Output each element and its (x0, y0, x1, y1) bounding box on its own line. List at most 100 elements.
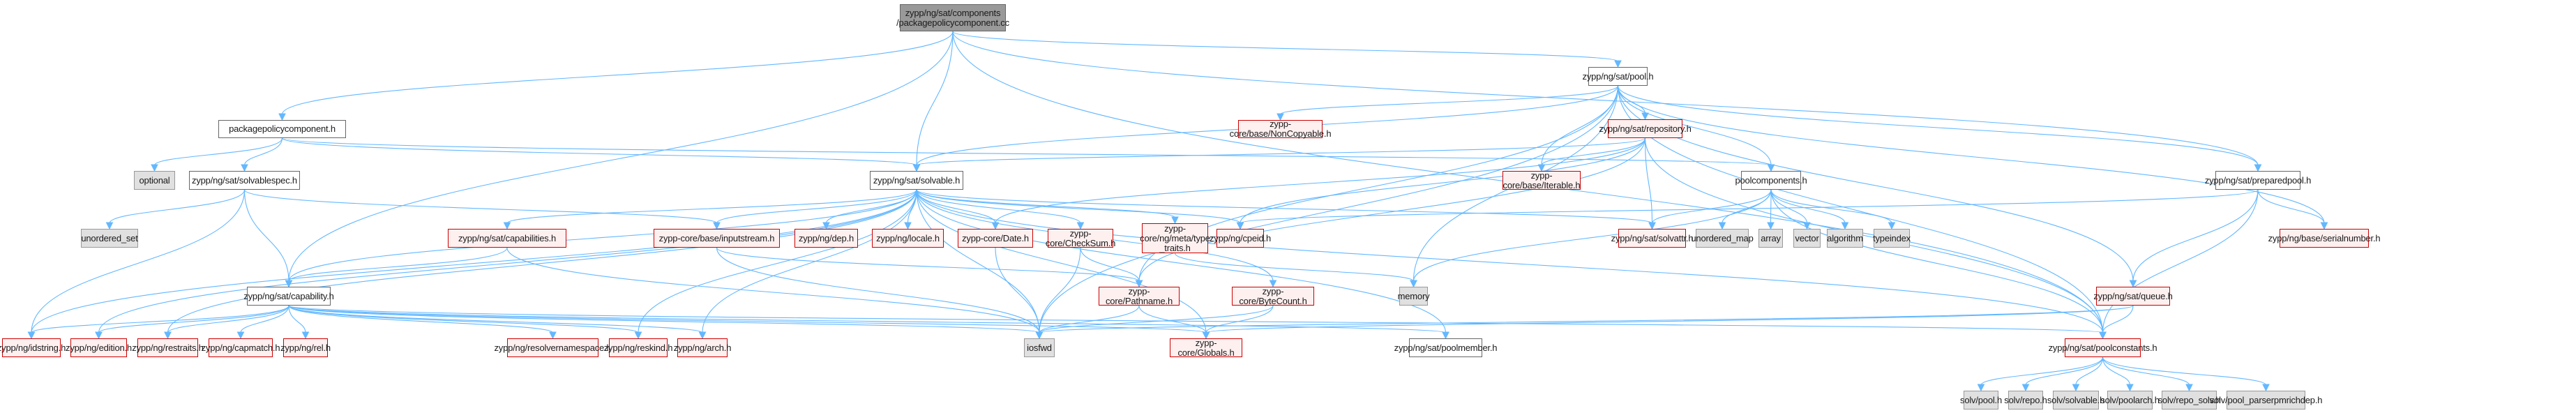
node-pool-h[interactable]: zypp/ng/sat/pool.h (1583, 67, 1654, 86)
node-pathname-h[interactable]: zypp-core/Pathname.h (1099, 286, 1180, 306)
edge-pool_h-to-poolcomponents_h (1617, 85, 1772, 166)
node-typeindex[interactable]: typeindex (1873, 229, 1911, 248)
node-solvattr-h[interactable]: zypp/ng/sat/solvattr.h (1611, 229, 1694, 248)
node-serialnumber-h[interactable]: zypp/ng/base/serialnumber.h (2268, 229, 2381, 248)
edge-poolconstants_h-to-solv_pool_h (1980, 356, 2104, 386)
edge-repository_h-to-solvable_h (916, 137, 1646, 166)
edge-capability_h-to-poolconstants_h (288, 305, 2104, 333)
edge-poolcomponents_h-to-unordered_map (1722, 189, 1772, 224)
node-date-h[interactable]: zypp-core/Date.h (958, 229, 1033, 248)
node-arch-h[interactable]: zypp/ng/arch.h (674, 338, 731, 357)
node-noncopyable-h[interactable]: zypp-core/base/NonCopyable.h (1229, 119, 1332, 139)
node-array[interactable]: array (1758, 229, 1783, 248)
node-typetraits-h[interactable]: zypp-core/ng/meta/type _traits.h (1140, 223, 1210, 253)
node-repository-h[interactable]: zypp/ng/sat/repository.h (1599, 119, 1692, 138)
arrowhead-icon (2254, 164, 2262, 172)
node-dep-h[interactable]: zypp/ng/dep.h (794, 229, 858, 248)
arrowhead-icon (164, 331, 172, 340)
arrowhead-icon (151, 164, 158, 172)
arrowhead-icon (285, 280, 293, 288)
edge-preparedpool_h-to-queue_h (2132, 189, 2259, 282)
arrowhead-icon (2021, 384, 2030, 392)
node-iterable-h[interactable]: zypp-core/base/Iterable.h (1502, 170, 1581, 190)
edge-solvablespec_h-to-unordered_set (109, 189, 246, 224)
edge-solvable_h-to-inputstream_h (716, 189, 917, 224)
arrowhead-icon (904, 222, 912, 230)
arrowhead-icon (634, 331, 642, 340)
edge-repository_h-to-cpeid_h (1240, 137, 1646, 224)
edge-ppc_h-to-optional (153, 137, 283, 166)
arrowhead-icon (2126, 384, 2134, 392)
edge-capability_h-to-rel_h (288, 305, 306, 333)
edge-preparedpool_h-to-serialnumber_h (2257, 189, 2325, 224)
arrowhead-icon (1076, 222, 1085, 230)
node-root[interactable]: zypp/ng/sat/components /packagepolicycom… (896, 4, 1009, 31)
edge-solvablespec_h-to-capability_h (243, 189, 289, 282)
arrowhead-icon (2072, 384, 2080, 392)
edge-repository_h-to-iterable_h (1541, 137, 1646, 166)
edge-capability_h-to-edition_h (98, 305, 289, 333)
node-vector[interactable]: vector (1793, 229, 1821, 248)
node-iosfwd[interactable]: iosfwd (1024, 338, 1055, 357)
node-optional[interactable]: optional (134, 171, 175, 190)
node-poolconstants-h[interactable]: zypp/ng/sat/poolconstants.h (2049, 338, 2157, 357)
node-solv-solvable-h[interactable]: solv/solvable.h (2047, 391, 2104, 410)
node-cpeid-h[interactable]: zypp/ng/cpeid.h (1210, 229, 1271, 248)
node-solv-pool-h[interactable]: solv/pool.h (1960, 391, 2002, 410)
node-globals-h[interactable]: zypp-core/Globals.h (1170, 338, 1242, 357)
arrowhead-icon (549, 331, 557, 340)
node-algorithm[interactable]: algorithm (1827, 229, 1863, 248)
node-solvablespec-h[interactable]: zypp/ng/sat/solvablespec.h (189, 171, 300, 190)
arrowhead-icon (1442, 331, 1449, 340)
arrowhead-icon (1269, 280, 1277, 288)
edge-solvable_h-to-arch_h (702, 189, 917, 333)
arrowhead-icon (1718, 222, 1726, 230)
edge-queue_h-to-poolconstants_h (2102, 305, 2134, 333)
node-unordered-map[interactable]: unordered_map (1691, 229, 1754, 248)
node-restraits-h[interactable]: zypp/ng/restraits.h (132, 338, 204, 357)
node-poolcomponents-h[interactable]: poolcomponents.h (1735, 171, 1807, 190)
edge-ppc_h-to-solvable_h (281, 137, 917, 166)
node-inputstream-h[interactable]: zypp-core/base/inputstream.h (654, 229, 780, 248)
node-unordered-set[interactable]: unordered_set (81, 229, 138, 248)
node-capmatch-h[interactable]: zypp/ng/capmatch.h (202, 338, 280, 357)
edge-capability_h-to-restraits_h (167, 305, 289, 333)
node-rel-h[interactable]: zypp/ng/rel.h (280, 338, 331, 357)
node-capabilities-h[interactable]: zypp/ng/sat/capabilities.h (448, 229, 566, 248)
node-edition-h[interactable]: zypp/ng/edition.h (66, 338, 132, 357)
arrowhead-icon (278, 113, 286, 121)
edge-solvable_h-to-iosfwd (916, 189, 1040, 333)
node-resolvernamespace-h[interactable]: zypp/ng/resolvernamespace.h (494, 338, 612, 357)
node-solv-repo-solv-h[interactable]: solv/repo_solv.h (2158, 391, 2221, 410)
node-queue-h[interactable]: zypp/ng/sat/queue.h (2093, 287, 2173, 306)
node-preparedpool-h[interactable]: zypp/ng/sat/preparedpool.h (2205, 171, 2311, 190)
edge-root-to-capability_h (288, 31, 954, 282)
arrowhead-icon (1410, 280, 1417, 288)
edge-repository_h-to-date_h (995, 137, 1646, 224)
node-idstring-h[interactable]: zypp/ng/idstring.h (0, 338, 66, 357)
node-solv-richdep-h[interactable]: solv/pool_parserpmrichdep.h (2210, 391, 2322, 410)
node-solv-poolarch-h[interactable]: solv/poolarch.h (2100, 391, 2160, 410)
node-bytecount-h[interactable]: zypp-core/ByteCount.h (1232, 286, 1314, 306)
node-ppc-h[interactable]: packagepolicycomponent.h (218, 120, 346, 138)
edge-poolcomponents_h-to-array (1770, 189, 1772, 224)
edge-pool_h-to-iosfwd (1039, 85, 1619, 333)
edge-solvable_h-to-globals_h (916, 189, 1207, 333)
node-solv-repo-h[interactable]: solv/repo.h (2004, 391, 2047, 410)
arrowhead-icon (301, 331, 310, 340)
node-reskind-h[interactable]: zypp/ng/reskind.h (604, 338, 672, 357)
edge-solvable_h-to-checksum_h (916, 189, 1081, 224)
arrowhead-icon (1236, 222, 1244, 230)
edge-solvable_h-to-date_h (916, 189, 996, 224)
arrowhead-icon (1537, 164, 1546, 172)
node-solvable-h[interactable]: zypp/ng/sat/solvable.h (870, 171, 963, 190)
node-memory[interactable]: memory (1398, 287, 1430, 306)
arrowhead-icon (236, 331, 245, 340)
edge-ppc_h-to-solvablespec_h (243, 137, 283, 166)
edge-repository_h-to-pathname_h (1138, 137, 1646, 282)
node-checksum-h[interactable]: zypp-core/CheckSum.h (1045, 227, 1116, 248)
node-capability-h[interactable]: zypp/ng/sat/capability.h (243, 287, 334, 306)
arrowhead-icon (95, 331, 103, 340)
node-locale-h[interactable]: zypp/ng/locale.h (872, 229, 944, 248)
node-poolmember-h[interactable]: zypp/ng/sat/poolmember.h (1394, 338, 1498, 357)
